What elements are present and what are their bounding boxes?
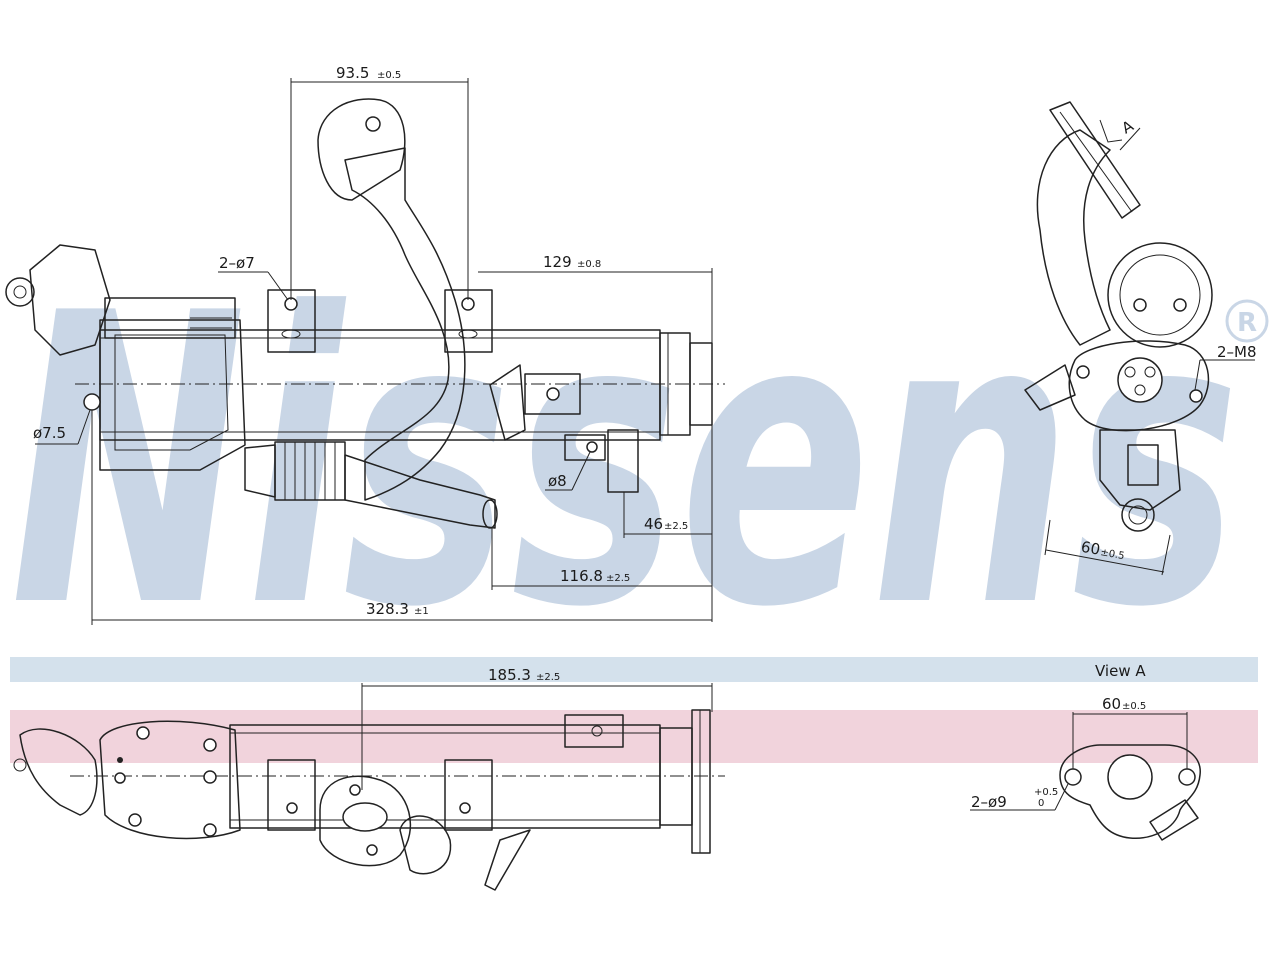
dim-185-3-value: 185.3 bbox=[488, 666, 531, 684]
dim-dia-7-5: ø7.5 bbox=[33, 424, 66, 442]
registered-mark: R bbox=[1225, 299, 1269, 343]
dim-side-60-value: 60 bbox=[1080, 538, 1102, 559]
dim-2-holes-7: 2–ø7 bbox=[219, 254, 255, 272]
svg-text:R: R bbox=[1237, 308, 1257, 338]
view-a-holes-tol-upper: +0.5 bbox=[1034, 787, 1058, 798]
dim-185-3-tol: ±2.5 bbox=[536, 672, 560, 683]
view-a: View A 60 ±0.5 2–ø9 +0.5 0 bbox=[970, 662, 1201, 841]
front-dimensions: 93.5 ±0.5 2–ø7 129 ±0.8 ø7.5 ø8 46 ±2.5 … bbox=[33, 64, 713, 625]
view-a-holes-tol-lower: 0 bbox=[1038, 798, 1044, 809]
dim-129-value: 129 bbox=[543, 253, 572, 271]
dim-side-60-tol: ±0.5 bbox=[1099, 547, 1125, 562]
view-a-title: View A bbox=[1095, 662, 1146, 680]
dim-93-5-tol: ±0.5 bbox=[377, 70, 401, 81]
band-blue bbox=[10, 657, 1258, 682]
top-dimensions: 185.3 ±2.5 bbox=[361, 666, 713, 790]
dim-46-value: 46 bbox=[644, 515, 663, 533]
front-view bbox=[5, 98, 725, 529]
side-view bbox=[1024, 101, 1213, 532]
view-a-width-tol: ±0.5 bbox=[1122, 701, 1146, 712]
dim-dia-8: ø8 bbox=[548, 472, 567, 490]
top-view bbox=[13, 709, 725, 891]
dim-116-8-value: 116.8 bbox=[560, 567, 603, 585]
dim-116-8-tol: ±2.5 bbox=[606, 573, 630, 584]
view-a-holes-value: 2–ø9 bbox=[971, 793, 1007, 811]
view-a-width-value: 60 bbox=[1102, 695, 1121, 713]
dim-328-3-value: 328.3 bbox=[366, 600, 409, 618]
dim-46-tol: ±2.5 bbox=[664, 521, 688, 532]
dim-328-3-tol: ±1 bbox=[414, 606, 429, 617]
dim-129-tol: ±0.8 bbox=[577, 259, 601, 270]
band-pink bbox=[10, 710, 1258, 763]
dim-2-m8: 2–M8 bbox=[1217, 343, 1257, 361]
dim-93-5-value: 93.5 bbox=[336, 64, 369, 82]
